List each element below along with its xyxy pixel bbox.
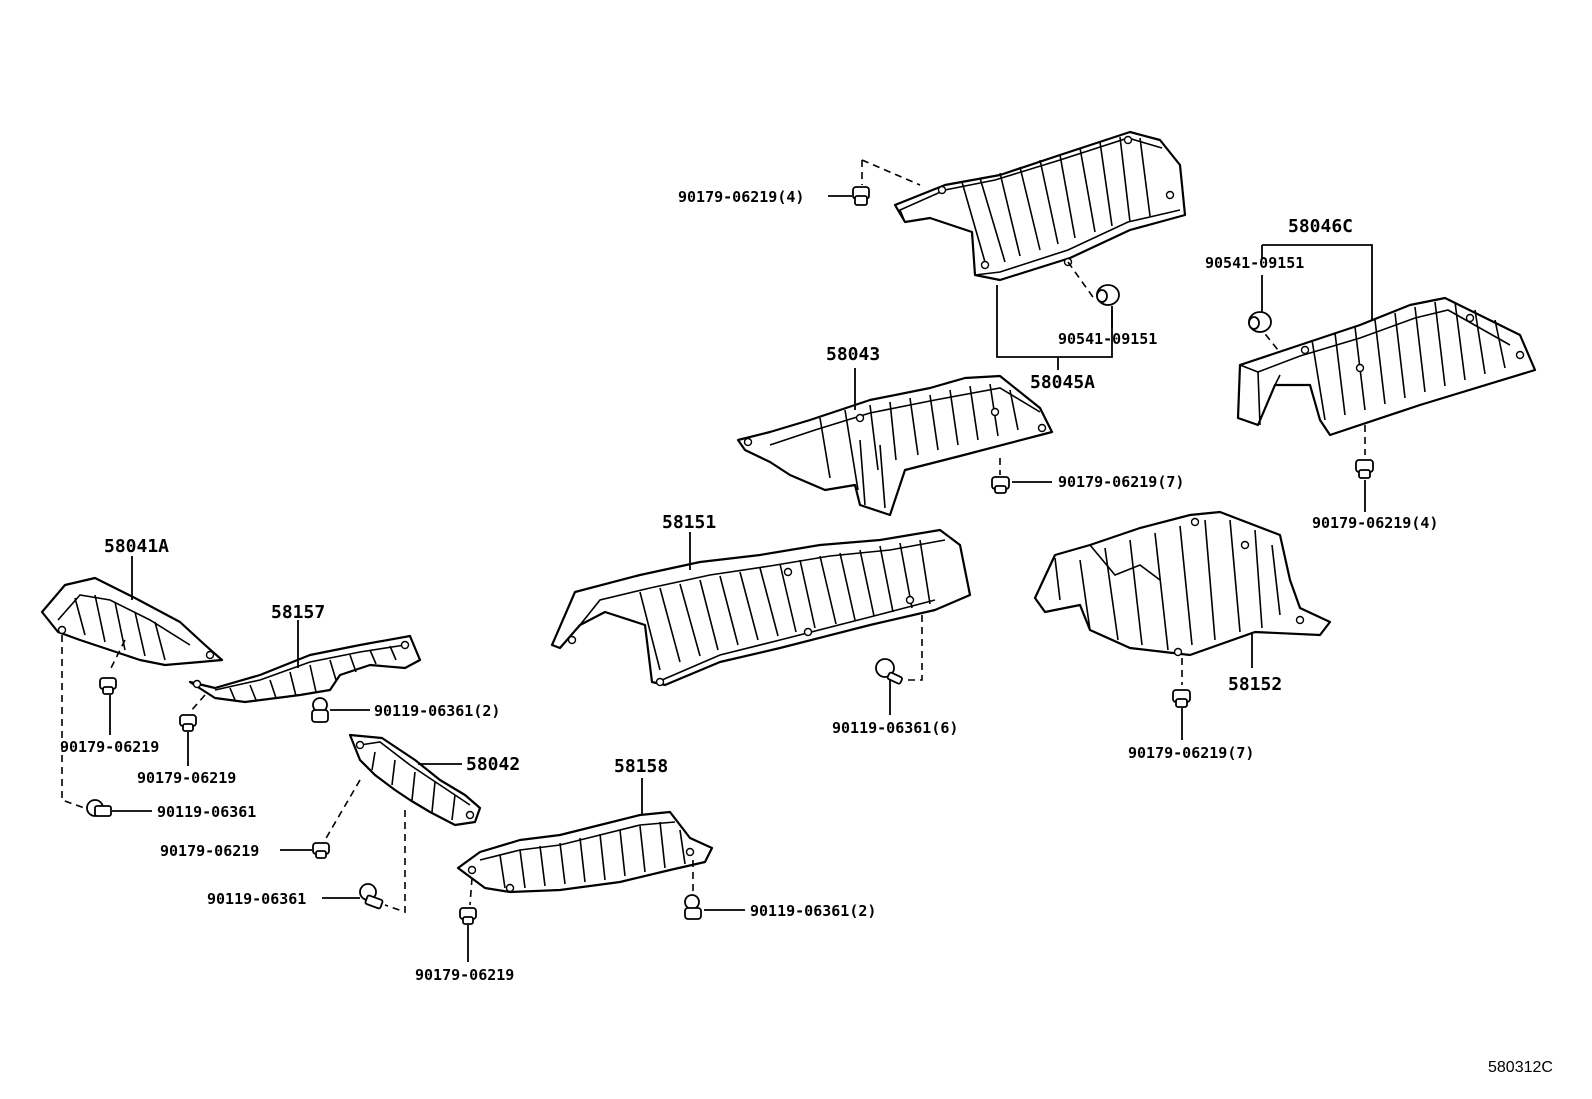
label-bolt-58042: 90119-06361 [207,890,306,908]
leader-58041a-bolt-dash [61,635,91,811]
label-bolt-left: 90119-06361 [157,803,256,821]
fastener-bolt-58151 [875,658,903,685]
part-58152-shield [1033,510,1332,657]
label-grommet-top: 90541-09151 [1058,330,1157,348]
label-58151: 58151 [662,512,716,533]
label-nut-top-4: 90179-06219(4) [678,188,804,206]
label-58041a: 58041A [104,536,169,557]
leader-58042-bolt-dash [384,810,406,914]
part-58158-shield [456,810,714,894]
label-58043: 58043 [826,344,880,365]
part-58157-shield [188,634,422,704]
label-58045a: 58045A [1030,372,1095,393]
part-58043-shield [736,374,1054,517]
fastener-bolt-58157 [311,697,329,723]
leader-58151-bolt-dash [905,615,923,681]
part-58041a-shield [40,576,224,667]
leader-58042-nut-dash [324,779,361,841]
label-58046c: 58046C [1288,216,1353,237]
fastener-nut-left-b [179,714,197,732]
part-58045a-shield [893,130,1187,282]
leader-nut-left-b-dash [189,694,206,713]
label-bolt-58157-2: 90119-06361(2) [374,702,500,720]
fastener-nut-58152 [1172,689,1191,708]
label-grommet-right: 90541-09151 [1205,254,1304,272]
label-58158: 58158 [614,756,668,777]
fastener-nut-right [1355,459,1374,479]
part-58046c-shield [1236,296,1537,437]
bracket-58046c [1262,244,1373,320]
fastener-grommet-top [1096,284,1120,306]
leader-58045a-nut-top [861,159,921,186]
figure-reference: 580312C [1488,1059,1553,1076]
label-58042: 58042 [466,754,520,775]
label-nut-58152-7: 90179-06219(7) [1128,744,1254,762]
fastener-bolt-58158 [684,894,702,920]
fastener-bolt-left [86,799,112,817]
label-nut-right-4: 90179-06219(4) [1312,514,1438,532]
fastener-nut-left-a [99,677,117,695]
label-58152: 58152 [1228,674,1282,695]
label-nut-58043-7: 90179-06219(7) [1058,473,1184,491]
fastener-nut-58043 [991,476,1010,494]
fastener-bolt-58042 [359,883,384,910]
fastener-nut-top [852,186,870,206]
leader-58045a-grommet-top [1067,261,1096,301]
fastener-nut-58158 [459,907,477,925]
leader-58041a-nut-dash [109,639,126,671]
part-58042-shield [348,733,482,827]
label-nut-left-a: 90179-06219 [60,738,159,756]
label-nut-58158: 90179-06219 [415,966,514,984]
leader-58158-nut-dash [469,877,473,906]
part-58151-shield [550,528,972,687]
bracket-58045a [996,285,1113,358]
fastener-grommet-right [1248,311,1272,333]
label-nut-58042: 90179-06219 [160,842,259,860]
label-bolt-58151-6: 90119-06361(6) [832,719,958,737]
label-bolt-58158-2: 90119-06361(2) [750,902,876,920]
label-58157: 58157 [271,602,325,623]
fastener-nut-58042 [312,842,330,859]
label-nut-left-b: 90179-06219 [137,769,236,787]
